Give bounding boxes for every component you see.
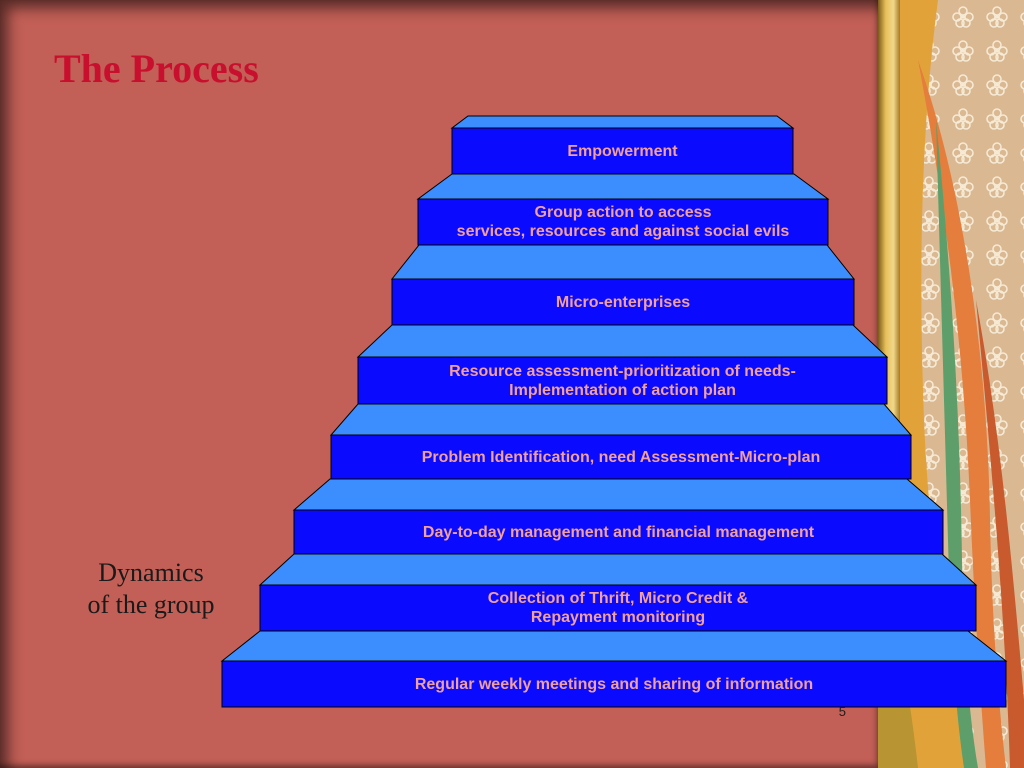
step-label-5: Problem Identification, need Assessment-… bbox=[331, 435, 911, 479]
step-front-3 bbox=[391, 278, 855, 326]
slide-title: The Process bbox=[54, 46, 259, 91]
step-label-1-line-1: Empowerment bbox=[567, 142, 678, 160]
step-front-4 bbox=[357, 356, 888, 405]
step-label-6: Day-to-day management and financial mana… bbox=[294, 510, 943, 554]
step-label-3: Micro-enterprises bbox=[392, 279, 854, 325]
decorative-border bbox=[878, 0, 1024, 768]
step-label-4-line-2: Implementation of action plan bbox=[509, 381, 736, 399]
step-top-4 bbox=[356, 324, 889, 358]
step-top-7 bbox=[258, 553, 978, 586]
step-label-3-line-1: Micro-enterprises bbox=[555, 293, 691, 311]
step-label-1: Empowerment bbox=[452, 128, 793, 174]
step-label-8: Regular weekly meetings and sharing of i… bbox=[222, 661, 1006, 707]
slide-number: 5 bbox=[838, 704, 846, 719]
side-label-line-1: Dynamics bbox=[98, 558, 204, 587]
step-front-5 bbox=[330, 434, 912, 480]
step-label-2-line-1: Group action to access bbox=[534, 204, 712, 221]
step-top-5 bbox=[329, 403, 913, 436]
step-front-7 bbox=[259, 584, 977, 632]
step-top-1 bbox=[450, 115, 795, 129]
step-label-6-line-1: Day-to-day management and financial mana… bbox=[422, 523, 815, 541]
step-front-6 bbox=[293, 509, 944, 555]
step-top-2 bbox=[416, 173, 830, 200]
step-label-8-line-1: Regular weekly meetings and sharing of i… bbox=[414, 675, 814, 693]
step-top-3 bbox=[390, 244, 856, 280]
step-top-8 bbox=[220, 630, 1008, 662]
step-front-8 bbox=[221, 660, 1007, 708]
step-label-2: Group action to access services, resource… bbox=[418, 199, 828, 245]
side-label-line-2: of the group bbox=[87, 590, 215, 619]
step-label-4-line-1: Resource assessment-prioritization of ne… bbox=[449, 362, 796, 380]
step-top-6 bbox=[292, 478, 945, 511]
step-label-5-line-1: Problem Identification, need Assessment-… bbox=[421, 448, 821, 466]
step-front-1 bbox=[451, 127, 794, 175]
step-label-7-line-2: Repayment monitoring bbox=[530, 609, 706, 626]
step-label-7: Collection of Thrift, Micro Credit & Repa… bbox=[260, 585, 976, 631]
side-label: Dynamics of the group bbox=[56, 557, 246, 621]
step-label-7-line-1: Collection of Thrift, Micro Credit & bbox=[487, 590, 749, 607]
step-label-2-line-2: services, resources and against social e… bbox=[456, 223, 790, 240]
step-front-2 bbox=[417, 198, 829, 246]
step-label-4: Resource assessment-prioritization of ne… bbox=[358, 357, 887, 404]
